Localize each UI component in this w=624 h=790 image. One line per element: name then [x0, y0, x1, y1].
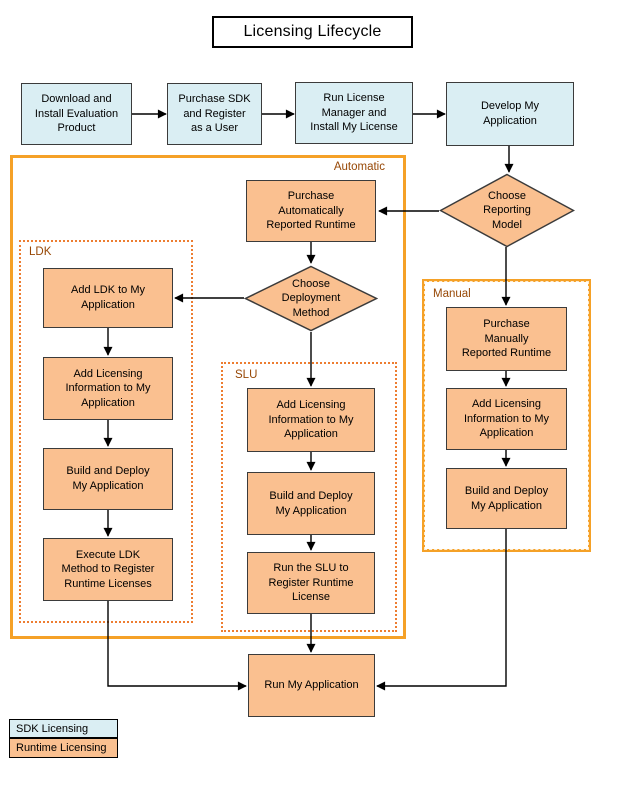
group-automatic-label: Automatic — [333, 161, 385, 173]
node-ldk-add: Add LDK to My Application — [43, 268, 173, 328]
group-manual-label: Manual — [433, 288, 471, 300]
node-ldk-add-licensing: Add Licensing Information to My Applicat… — [43, 357, 173, 420]
page-title: Licensing Lifecycle — [212, 16, 413, 48]
node-manual-add-licensing: Add Licensing Information to My Applicat… — [446, 388, 567, 450]
node-slu-add-licensing: Add Licensing Information to My Applicat… — [247, 388, 375, 452]
node-purchase-sdk: Purchase SDK and Register as a User — [167, 83, 262, 145]
group-ldk-label: LDK — [29, 246, 52, 258]
decision-choose-deployment-method: Choose Deployment Method — [244, 265, 378, 332]
node-manual-purchase-runtime: Purchase Manually Reported Runtime — [446, 307, 567, 371]
decision-choose-reporting-model: Choose Reporting Model — [439, 173, 575, 248]
node-slu-build-deploy: Build and Deploy My Application — [247, 472, 375, 535]
legend-sdk-licensing-label: SDK Licensing — [16, 722, 89, 735]
node-run-my-application: Run My Application — [248, 654, 375, 717]
node-manual-build-deploy: Build and Deploy My Application — [446, 468, 567, 529]
group-slu-label: SLU — [235, 369, 258, 381]
node-ldk-build-deploy: Build and Deploy My Application — [43, 448, 173, 510]
node-download-install: Download and Install Evaluation Product — [21, 83, 132, 145]
legend-sdk-licensing: SDK Licensing — [9, 719, 118, 738]
node-slu-run-register: Run the SLU to Register Runtime License — [247, 552, 375, 614]
group-ldk: LDK — [19, 240, 193, 623]
decision-choose-reporting-label: Choose Reporting Model — [483, 190, 531, 231]
legend-runtime-licensing-label: Runtime Licensing — [16, 742, 107, 754]
node-run-license-manager: Run License Manager and Install My Licen… — [295, 82, 413, 144]
legend-runtime-licensing: Runtime Licensing — [9, 738, 118, 758]
node-ldk-execute-register: Execute LDK Method to Register Runtime L… — [43, 538, 173, 601]
diamond-shape — [439, 173, 575, 248]
node-purchase-auto-runtime: Purchase Automatically Reported Runtime — [246, 180, 376, 242]
group-slu: SLU — [221, 362, 397, 632]
node-develop-application: Develop My Application — [446, 82, 574, 146]
diamond-shape — [244, 265, 378, 332]
decision-choose-deployment-label: Choose Deployment Method — [281, 278, 341, 319]
